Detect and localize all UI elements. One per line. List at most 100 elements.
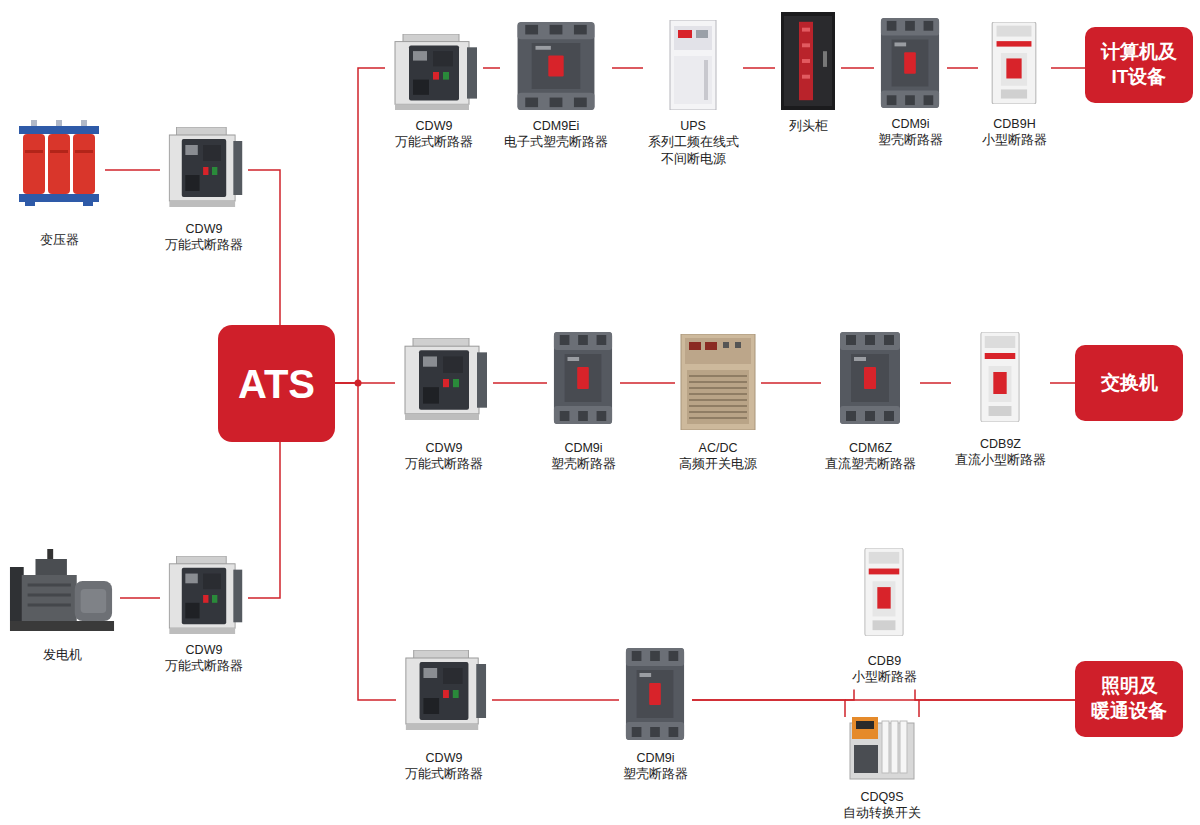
breaker-picture <box>992 22 1036 104</box>
breaker-picture <box>406 650 486 730</box>
device-node: AC/DC高频开关电源 <box>675 334 761 477</box>
connector <box>919 700 1075 717</box>
model-name: CDQ9S <box>843 789 921 805</box>
breaker-picture <box>881 18 939 108</box>
device-node: CDB9Z直流小型断路器 <box>951 332 1050 473</box>
connector <box>692 700 845 717</box>
device-node: CDM9Ei电子式塑壳断路器 <box>500 22 612 155</box>
device-node: CDM9i塑壳断路器 <box>547 332 620 477</box>
device-caption: 发电机 <box>8 647 116 663</box>
connector <box>947 67 978 69</box>
device-caption: 直流塑壳断路器 <box>825 456 916 472</box>
device-node: CDW9万能式断路器 <box>395 338 493 477</box>
device-caption: 万能式断路器 <box>399 456 489 472</box>
connector <box>920 382 951 384</box>
equipment-box: 照明及 暖通设备 <box>1075 661 1183 737</box>
box-label: 照明及 暖通设备 <box>1083 674 1175 723</box>
device-caption: 万能式断路器 <box>389 134 479 150</box>
device-caption: 变压器 <box>17 232 101 248</box>
device-caption: 小型断路器 <box>982 132 1047 148</box>
device-node: 发电机 <box>4 545 120 667</box>
model-name: CDM9i <box>623 750 688 766</box>
device-node: CDW9万能式断路器 <box>385 34 483 155</box>
cabinet-picture <box>781 12 835 110</box>
device-caption: 系列工频在线式 不间断电源 <box>647 134 739 167</box>
device-node: 变压器 <box>13 120 105 252</box>
transformer-picture <box>19 120 99 206</box>
breaker-picture <box>554 332 612 424</box>
breaker-picture <box>169 127 242 207</box>
ups-picture <box>670 20 716 110</box>
device-node: CDW9万能式断路器 <box>396 650 492 787</box>
model-name: CDM9i <box>878 116 943 132</box>
device-caption: 万能式断路器 <box>400 766 488 782</box>
device-caption: 小型断路器 <box>852 669 917 685</box>
equipment-box: 交换机 <box>1075 345 1183 421</box>
connector <box>493 382 547 384</box>
device-caption: 直流小型断路器 <box>955 452 1046 468</box>
connector <box>620 382 675 384</box>
model-name: CDB9 <box>852 653 917 669</box>
breaker-picture <box>865 548 903 636</box>
model-name: CDM9Ei <box>504 118 608 134</box>
device-caption: 塑壳断路器 <box>623 766 688 782</box>
model-name: CDW9 <box>399 440 489 456</box>
connector <box>692 690 854 701</box>
connector <box>743 67 775 69</box>
equipment-box: 计算机及 IT设备 <box>1085 27 1193 103</box>
connector <box>492 699 619 701</box>
breaker-picture <box>395 34 477 110</box>
device-caption: 万能式断路器 <box>164 237 244 253</box>
model-name: CDW9 <box>164 221 244 237</box>
device-caption: 塑壳断路器 <box>551 456 616 472</box>
model-name: CDW9 <box>389 118 479 134</box>
connector <box>1051 67 1085 69</box>
connector <box>105 169 160 171</box>
device-caption: 万能式断路器 <box>164 658 244 674</box>
generator-picture <box>10 549 114 631</box>
device-caption: 电子式塑壳断路器 <box>504 134 608 150</box>
device-caption: 高频开关电源 <box>679 456 757 472</box>
model-name: UPS <box>647 118 739 134</box>
model-name: CDB9Z <box>955 436 1046 452</box>
device-caption: 塑壳断路器 <box>878 132 943 148</box>
box-label: 交换机 <box>1101 371 1158 396</box>
breaker-picture <box>518 22 595 110</box>
box-label: ATS <box>238 358 315 410</box>
connector <box>761 382 821 384</box>
connector <box>248 442 280 598</box>
connector <box>915 690 1075 701</box>
model-name: CDB9H <box>982 116 1047 132</box>
device-node: 列头柜 <box>775 12 841 138</box>
device-node: CDB9H小型断路器 <box>978 22 1051 153</box>
model-name: CDW9 <box>164 642 244 658</box>
device-node: CDM9i塑壳断路器 <box>874 18 947 153</box>
transfer-switch-picture <box>850 717 914 779</box>
breaker-picture <box>169 556 242 634</box>
connector <box>335 68 385 383</box>
model-name: CDM6Z <box>825 440 916 456</box>
breaker-picture <box>840 332 900 424</box>
power-supply-picture <box>681 334 755 430</box>
connector <box>248 170 280 325</box>
model-name: AC/DC <box>679 440 757 456</box>
model-name: CDW9 <box>400 750 488 766</box>
equipment-box: ATS <box>218 325 335 442</box>
device-node: CDW9万能式断路器 <box>160 556 248 679</box>
connector <box>120 597 160 599</box>
connector <box>483 67 500 69</box>
connector <box>1050 382 1075 384</box>
device-caption: 自动转换开关 <box>843 805 921 821</box>
device-node: CDM6Z直流塑壳断路器 <box>821 332 920 477</box>
model-name: CDM9i <box>551 440 616 456</box>
breaker-picture <box>981 332 1019 422</box>
breaker-picture <box>626 648 684 740</box>
device-node: CDM9i塑壳断路器 <box>619 648 692 787</box>
device-node: CDW9万能式断路器 <box>160 127 248 258</box>
connector <box>612 67 643 69</box>
wire <box>845 699 919 701</box>
connector <box>841 67 874 69</box>
breaker-picture <box>405 338 487 420</box>
box-label: 计算机及 IT设备 <box>1093 40 1185 89</box>
device-node: CDB9小型断路器 <box>848 548 921 690</box>
